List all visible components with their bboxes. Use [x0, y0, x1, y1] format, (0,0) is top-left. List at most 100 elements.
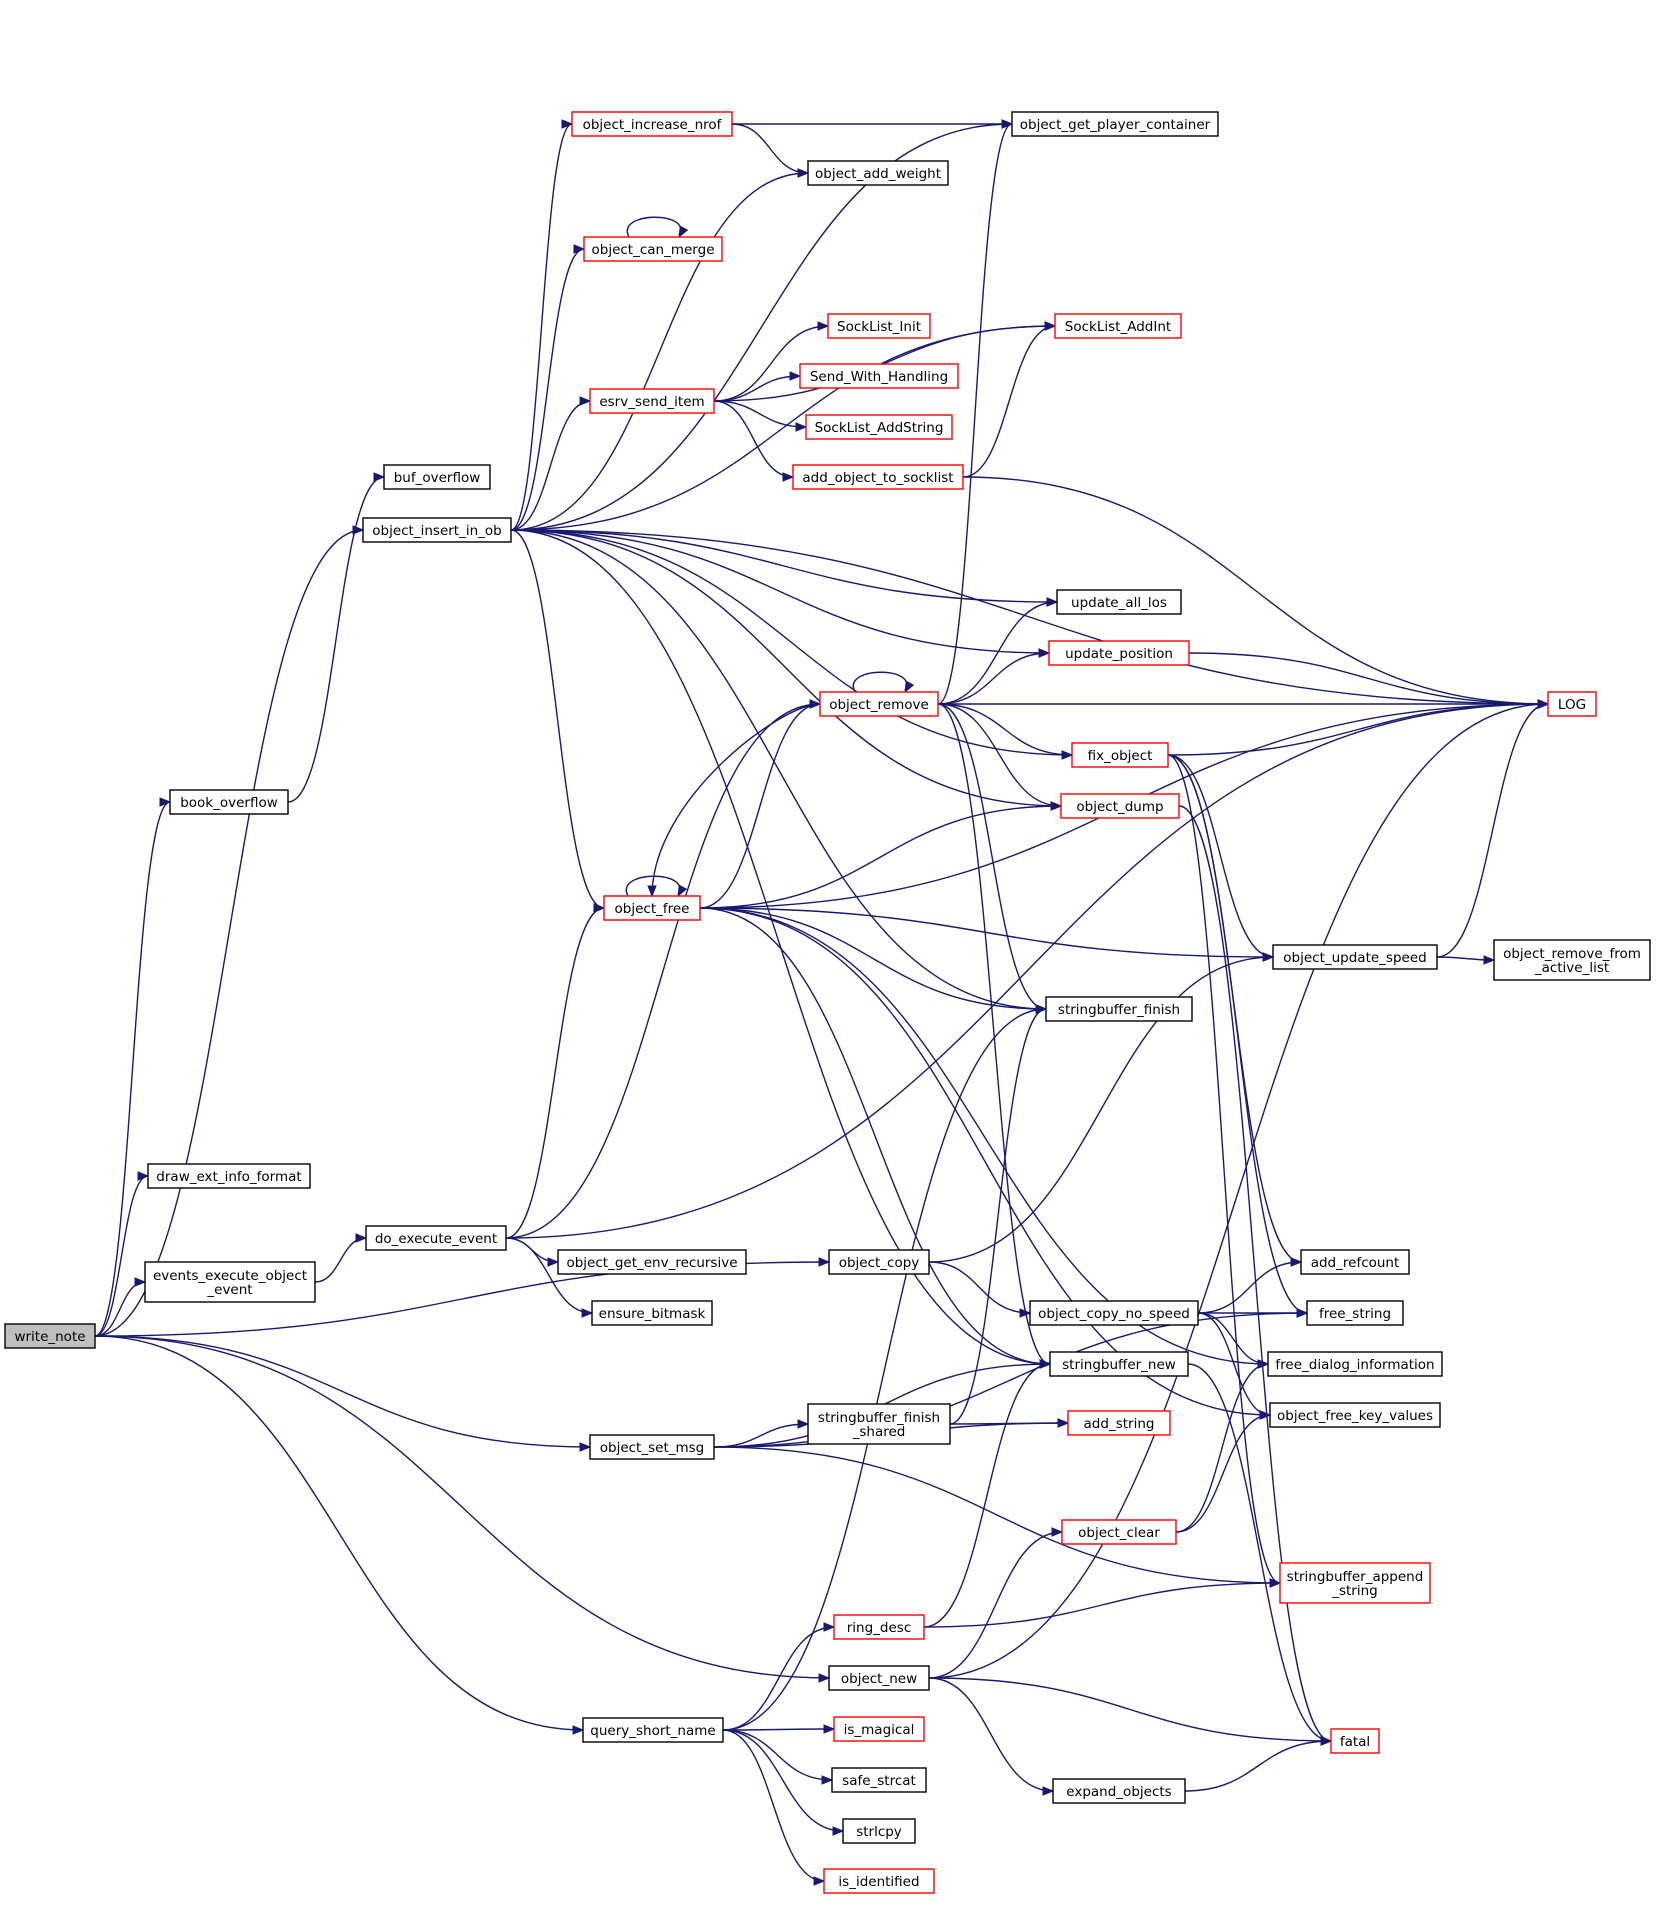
- node-free-string[interactable]: free_string: [1306, 1300, 1404, 1326]
- edge-arrowhead: [134, 1277, 147, 1287]
- edge-arrowhead: [1259, 1410, 1272, 1420]
- node-safe-strcat[interactable]: safe_strcat: [831, 1767, 927, 1793]
- edge-object-copy-to-object-update-speed: [928, 952, 1275, 1263]
- node-book-overflow[interactable]: book_overflow: [169, 789, 289, 815]
- edge-arrowhead: [1269, 1578, 1282, 1588]
- edge-arrowhead: [823, 1622, 836, 1632]
- edge-line: [923, 1582, 1281, 1628]
- node-add-object-to-socklist[interactable]: add_object_to_socklist: [792, 464, 964, 490]
- edge-write-note-to-object-new: [94, 1335, 831, 1683]
- edge-line: [510, 248, 585, 531]
- edge-line: [1197, 1312, 1271, 1416]
- edge-line: [1197, 1261, 1302, 1314]
- node-stringbuffer-append-string[interactable]: stringbuffer_append_string: [1279, 1562, 1431, 1604]
- edge-line: [923, 1363, 1051, 1628]
- node-events-execute-object-event[interactable]: events_execute_object_event: [144, 1261, 316, 1303]
- edge-line: [505, 1237, 593, 1314]
- edge-object-remove-to-stringbuffer-finish: [937, 703, 1048, 1014]
- edge-line: [928, 1531, 1063, 1679]
- edge-do-execute-event-to-object-free: [505, 903, 606, 1239]
- nodes-layer: write_note book_overflow buf_overflow draw_…: [4, 111, 1651, 1894]
- node-send-with-handling[interactable]: Send_With_Handling: [799, 363, 959, 389]
- edge-arrowhead: [1537, 699, 1550, 709]
- edge-line: [722, 1728, 835, 1731]
- edge-line: [626, 216, 682, 238]
- edge-query-short-name-to-is-identified: [722, 1729, 826, 1886]
- edge-line: [1175, 1363, 1269, 1533]
- node-free-dialog-information[interactable]: free_dialog_information: [1267, 1351, 1443, 1377]
- node-ensure-bitmask[interactable]: ensure_bitmask: [591, 1300, 713, 1326]
- node-socklist-addint[interactable]: SockList_AddInt: [1054, 313, 1182, 339]
- edge-object-free-to-object-dump: [699, 801, 1063, 909]
- node-stringbuffer-finish[interactable]: stringbuffer_finish: [1045, 996, 1193, 1022]
- node-label: SockList_Init: [837, 319, 921, 335]
- node-label: object_get_player_container: [1020, 117, 1211, 133]
- node-do-execute-event[interactable]: do_execute_event: [365, 1225, 507, 1251]
- node-strlcpy[interactable]: strlcpy: [842, 1818, 916, 1844]
- edge-query-short-name-to-safe-strcat: [722, 1729, 834, 1785]
- node-object-can-merge[interactable]: object_can_merge: [583, 236, 723, 262]
- edge-arrowhead: [678, 225, 689, 239]
- node-object-free-key-values[interactable]: object_free_key_values: [1269, 1402, 1441, 1428]
- node-fatal[interactable]: fatal: [1330, 1728, 1380, 1754]
- node-socklist-addstring[interactable]: SockList_AddString: [805, 414, 953, 440]
- node-update-all-los[interactable]: update_all_los: [1056, 589, 1182, 615]
- node-box: [362, 517, 512, 543]
- edge-object-insert-in-ob-to-esrv-send-item: [510, 396, 592, 531]
- edge-line: [1178, 805, 1332, 1742]
- node-fix-object[interactable]: fix_object: [1071, 742, 1169, 768]
- node-object-set-msg[interactable]: object_set_msg: [589, 1434, 715, 1460]
- node-label: object_can_merge: [592, 242, 715, 258]
- edge-arrowhead: [1483, 955, 1496, 965]
- node-object-dump[interactable]: object_dump: [1060, 793, 1180, 819]
- edge-query-short-name-to-stringbuffer-finish: [722, 1004, 1048, 1731]
- node-query-short-name[interactable]: query_short_name: [582, 1717, 724, 1743]
- node-buf-overflow[interactable]: buf_overflow: [383, 464, 491, 490]
- node-object-insert-in-ob[interactable]: object_insert_in_ob: [362, 517, 512, 543]
- node-add-refcount[interactable]: add_refcount: [1300, 1249, 1410, 1275]
- edge-add-object-to-socklist-to-socklist-addint: [962, 321, 1057, 478]
- node-stringbuffer-finish-shared[interactable]: stringbuffer_finish_shared: [807, 1403, 951, 1445]
- node-ring-desc[interactable]: ring_desc: [833, 1614, 925, 1640]
- edge-line: [699, 907, 1051, 1365]
- edge-line: [699, 907, 1047, 1010]
- edge-line: [699, 907, 1271, 1416]
- node-object-get-env-recursive[interactable]: object_get_env_recursive: [557, 1249, 747, 1275]
- node-stringbuffer-new[interactable]: stringbuffer_new: [1049, 1351, 1189, 1377]
- node-expand-objects[interactable]: expand_objects: [1052, 1778, 1186, 1804]
- node-log[interactable]: LOG: [1547, 691, 1597, 717]
- node-socklist-init[interactable]: SockList_Init: [827, 313, 931, 339]
- edge-arrowhead: [818, 1673, 831, 1683]
- node-box: [1272, 944, 1438, 970]
- edge-arrowhead: [818, 1257, 831, 1267]
- node-object-new[interactable]: object_new: [828, 1665, 930, 1691]
- node-object-get-player-container[interactable]: object_get_player_container: [1011, 111, 1219, 137]
- node-object-remove[interactable]: object_remove: [819, 691, 939, 717]
- edge-query-short-name-to-is-magical: [722, 1724, 836, 1734]
- node-is-magical[interactable]: is_magical: [833, 1716, 925, 1742]
- node-box: [4, 1323, 96, 1349]
- edge-arrowhead: [809, 699, 822, 709]
- node-add-string[interactable]: add_string: [1067, 1410, 1171, 1436]
- node-is-identified[interactable]: is_identified: [823, 1868, 935, 1894]
- node-object-remove-from-active-list[interactable]: object_remove_from_active_list: [1493, 939, 1651, 981]
- node-object-clear[interactable]: object_clear: [1061, 1519, 1177, 1545]
- edge-book-overflow-to-buf-overflow: [287, 472, 386, 803]
- edge-arrowhead: [795, 422, 808, 432]
- node-object-add-weight[interactable]: object_add_weight: [807, 160, 949, 186]
- node-label: expand_objects: [1066, 1784, 1171, 1800]
- node-object-copy-no-speed[interactable]: object_copy_no_speed: [1029, 1300, 1199, 1326]
- node-update-position[interactable]: update_position: [1048, 640, 1190, 666]
- node-label: object_increase_nrof: [583, 117, 723, 133]
- node-write-note[interactable]: write_note: [4, 1323, 96, 1349]
- node-draw-ext-info-format[interactable]: draw_ext_info_format: [147, 1163, 311, 1189]
- node-object-free[interactable]: object_free: [603, 895, 701, 921]
- edge-arrowhead: [1039, 1359, 1052, 1369]
- edge-arrowhead: [1038, 648, 1051, 658]
- node-object-copy[interactable]: object_copy: [828, 1249, 930, 1275]
- node-label: object_remove: [829, 697, 929, 713]
- node-object-update-speed[interactable]: object_update_speed: [1272, 944, 1438, 970]
- node-object-increase-nrof[interactable]: object_increase_nrof: [571, 111, 733, 137]
- node-esrv-send-item[interactable]: esrv_send_item: [589, 388, 715, 414]
